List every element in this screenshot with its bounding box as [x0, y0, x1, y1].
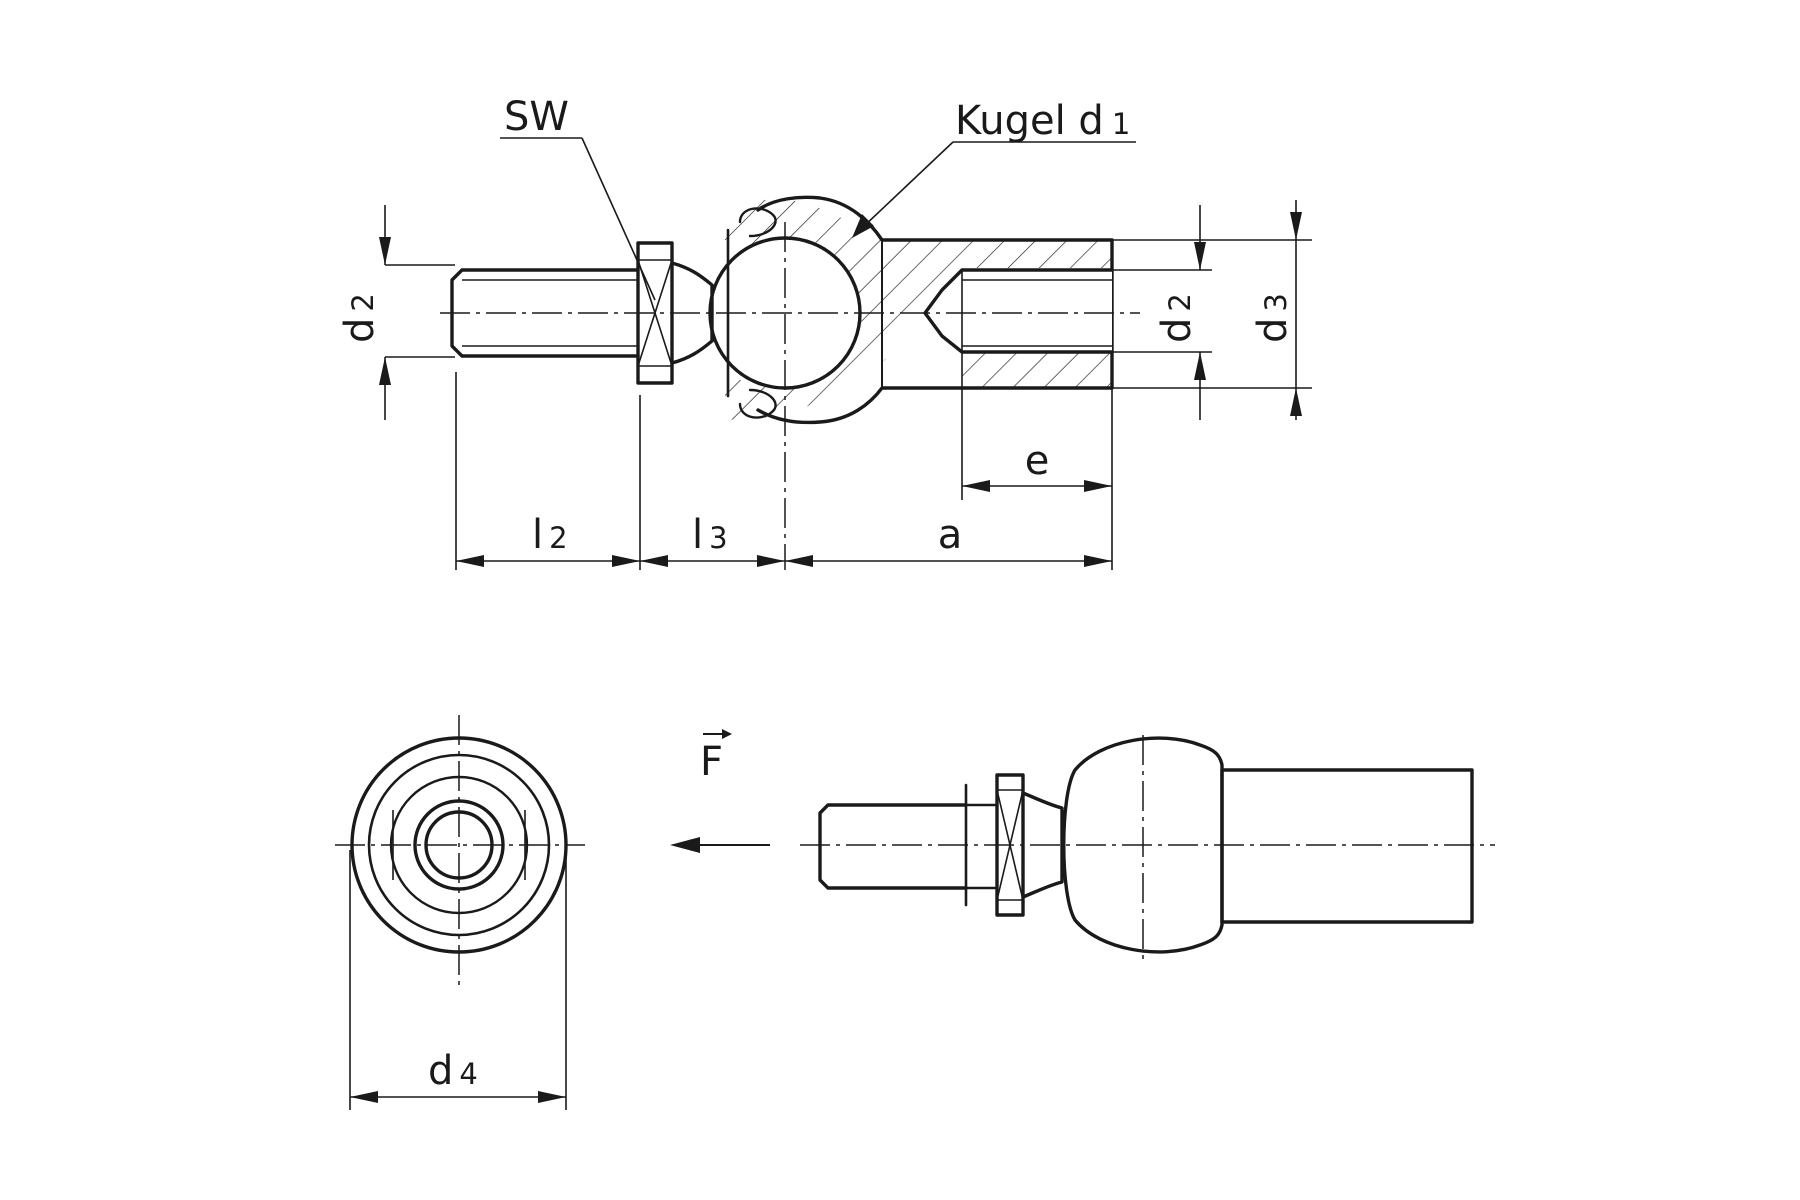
kugel-leader-line — [861, 141, 954, 229]
hex-cross-2 — [637, 259, 673, 367]
a-arrow-left — [785, 555, 813, 567]
side-view — [800, 735, 1495, 960]
kugel-leader-arrow — [852, 214, 874, 238]
internal-thread-bore — [923, 268, 1114, 354]
force-label: F — [700, 739, 723, 785]
d2-right-arrow-bottom — [1194, 352, 1206, 380]
section-view — [440, 195, 1140, 570]
d3-arrow-top — [1290, 212, 1302, 240]
d3-label: d3 — [1250, 293, 1296, 343]
force-indicator: F — [670, 729, 770, 853]
l2-arrow-right — [612, 555, 640, 567]
housing-hatch-lower — [962, 352, 1112, 388]
sw-leader-line — [581, 137, 656, 301]
e-arrow-left — [962, 480, 990, 492]
d2-left-arrow-bottom — [379, 357, 391, 385]
d3-arrow-bottom — [1290, 388, 1302, 416]
sw-label: SW — [504, 94, 569, 140]
d2-left-arrow-top — [379, 237, 391, 265]
l3-arrow-left — [640, 555, 668, 567]
a-arrow-right — [1084, 555, 1112, 567]
clip-loop-bottom — [738, 388, 777, 419]
d4-arrow-right — [538, 1091, 566, 1103]
e-arrow-right — [1084, 480, 1112, 492]
l2-arrow-left — [456, 555, 484, 567]
a-label: a — [938, 512, 963, 558]
d2-right-arrow-top — [1194, 242, 1206, 270]
side-neck — [1021, 791, 1064, 899]
d4-arrow-left — [350, 1091, 378, 1103]
stud-neck — [670, 261, 714, 365]
side-ball-housing — [1062, 736, 1224, 954]
side-socket-body — [1220, 768, 1474, 924]
force-vector-tip — [722, 729, 732, 739]
side-threaded-pin — [818, 803, 968, 890]
l3-arrow-right — [757, 555, 785, 567]
d2-right-label: d2 — [1154, 293, 1200, 343]
force-arrow-head — [670, 837, 700, 853]
d2-left-label: d2 — [337, 293, 383, 343]
e-label: e — [1025, 438, 1050, 484]
clip-loop-top — [738, 207, 777, 238]
